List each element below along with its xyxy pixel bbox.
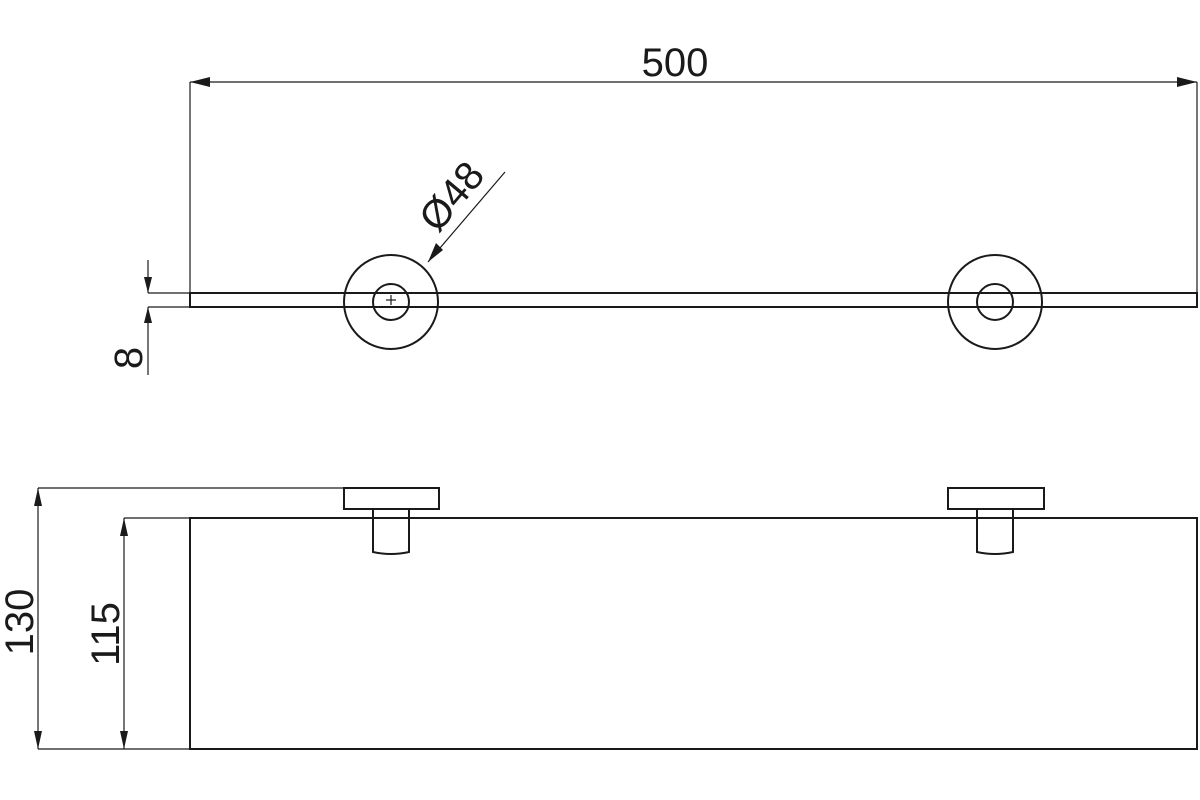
rosette-right <box>947 254 1043 350</box>
diameter-dimension-label: Ø48 <box>411 154 493 240</box>
glass-shelf-plan <box>189 517 1198 750</box>
plan-view: 130 115 <box>0 487 1198 750</box>
glass-depth-arrow-bottom <box>120 731 128 749</box>
rosette-right-inner <box>976 283 1014 321</box>
thickness-dimension-label: 8 <box>107 347 151 369</box>
glass-depth-dimension-label: 115 <box>84 602 128 666</box>
diameter-dimension: Ø48 <box>411 154 506 263</box>
rosette-left <box>343 254 439 350</box>
front-view: 500 Ø48 8 <box>107 41 1198 375</box>
bracket-left <box>343 487 440 555</box>
diameter-leader <box>427 171 506 263</box>
thickness-arrow-bottom <box>144 307 152 323</box>
width-dimension: 500 <box>189 41 1198 293</box>
bracket-right-arm <box>976 509 1014 555</box>
total-height-dimension: 130 <box>0 487 344 750</box>
bracket-left-arm <box>372 509 410 555</box>
total-height-arrow-bottom <box>34 731 42 749</box>
rosette-right-outer <box>947 254 1043 350</box>
rosette-left-outer <box>343 254 439 350</box>
diameter-arrow <box>428 243 443 262</box>
glass-depth-dimension: 115 <box>84 517 190 749</box>
bracket-right <box>947 487 1045 555</box>
bracket-right-plate <box>947 487 1045 510</box>
bracket-left-plate <box>343 487 440 510</box>
glass-shelf-front <box>189 292 1198 308</box>
width-dimension-label: 500 <box>642 41 709 85</box>
glass-depth-arrow-top <box>120 518 128 536</box>
rosette-left-inner <box>372 283 410 321</box>
thickness-arrow-top <box>144 277 152 293</box>
total-height-arrow-top <box>34 488 42 506</box>
thickness-dimension: 8 <box>107 260 190 375</box>
width-arrow-left <box>190 77 210 87</box>
total-height-dimension-label: 130 <box>0 589 42 656</box>
width-arrow-right <box>1177 77 1197 87</box>
